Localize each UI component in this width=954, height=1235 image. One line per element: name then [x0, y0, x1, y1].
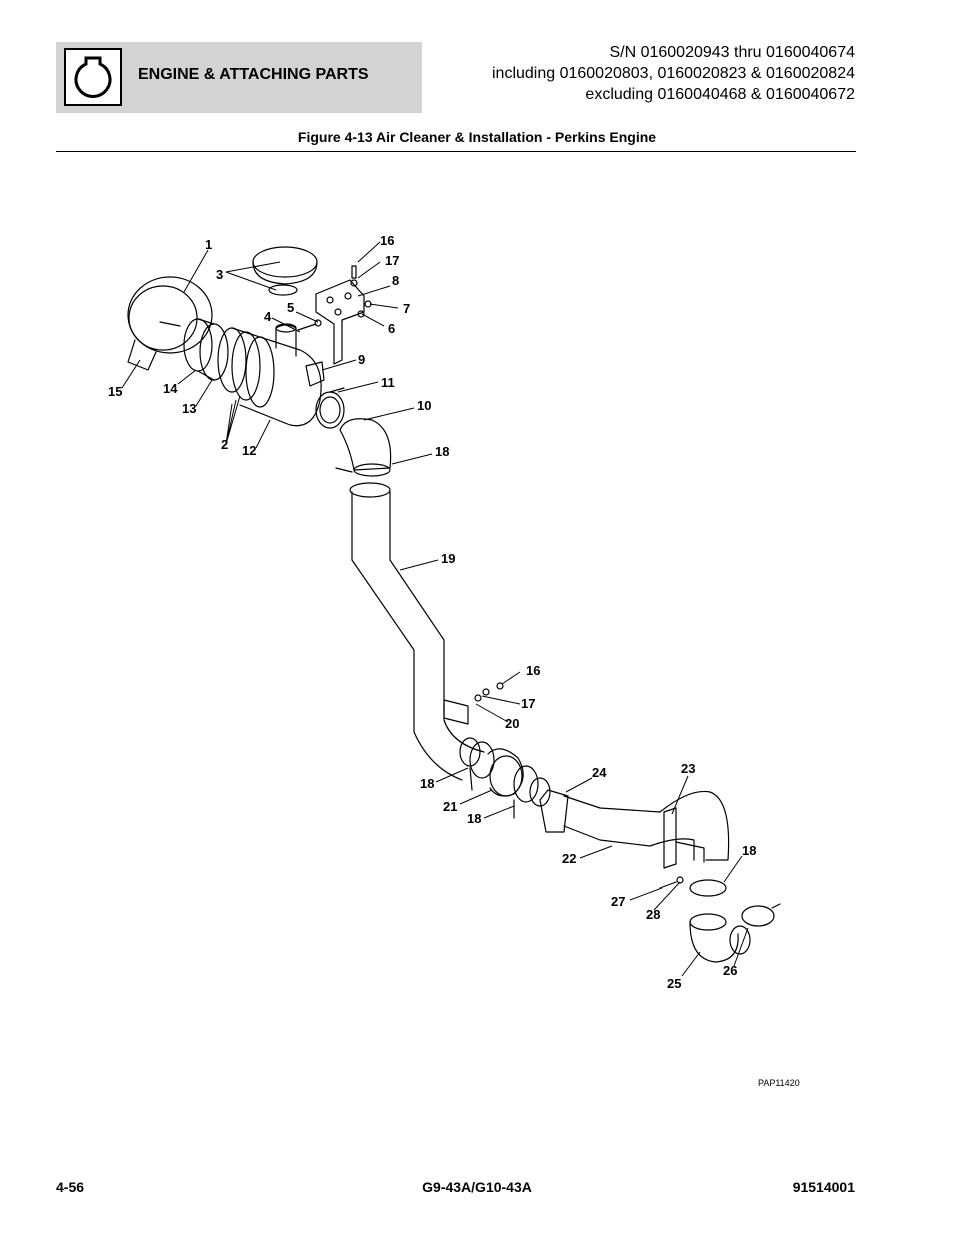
sn-line: including 0160020803, 0160020823 & 01600… — [491, 65, 855, 82]
callout-10: 10 — [417, 398, 431, 413]
callout-19: 19 — [441, 551, 455, 566]
callout-16: 16 — [526, 663, 540, 678]
callout-2: 2 — [221, 437, 228, 452]
section-title: ENGINE & ATTACHING PARTS — [138, 66, 369, 83]
callout-8: 8 — [392, 273, 399, 288]
callout-9: 9 — [358, 352, 365, 367]
callout-3: 3 — [216, 267, 223, 282]
model-number: G9-43A/G10-43A — [422, 1179, 532, 1195]
callout-23: 23 — [681, 761, 695, 776]
callout-11: 11 — [381, 375, 395, 390]
callout-5: 5 — [287, 300, 294, 315]
sn-line: S/N 0160020943 thru 0160040674 — [609, 44, 855, 61]
callout-21: 21 — [443, 799, 457, 814]
header-rule — [56, 151, 856, 152]
callout-17: 17 — [521, 696, 535, 711]
figure-code: PAP11420 — [758, 1078, 800, 1088]
callout-24: 24 — [592, 765, 607, 780]
page-number: 4-56 — [56, 1179, 85, 1195]
callout-18: 18 — [420, 776, 434, 791]
callout-1: 1 — [205, 237, 212, 252]
callout-26: 26 — [723, 963, 737, 978]
callout-25: 25 — [667, 976, 681, 991]
serial-number-range: S/N 0160020943 thru 0160040674 including… — [492, 42, 855, 105]
callout-17: 17 — [385, 253, 399, 268]
engine-icon — [64, 48, 122, 106]
callout-22: 22 — [562, 851, 576, 866]
callout-13: 13 — [182, 401, 196, 416]
callout-4: 4 — [264, 309, 272, 324]
callout-27: 27 — [611, 894, 625, 909]
callout-18: 18 — [742, 843, 756, 858]
sn-line: excluding 0160040468 & 0160040672 — [585, 86, 855, 103]
callout-16: 16 — [380, 233, 394, 248]
callout-6: 6 — [388, 321, 395, 336]
callout-15: 15 — [108, 384, 122, 399]
callout-18: 18 — [435, 444, 449, 459]
callout-12: 12 — [242, 443, 256, 458]
callout-7: 7 — [403, 301, 410, 316]
callout-28: 28 — [646, 907, 660, 922]
callout-14: 14 — [163, 381, 178, 396]
callout-18: 18 — [467, 811, 481, 826]
callouts: 1 2 3 4 5 6 7 8 9 10 11 12 13 14 15 16 1… — [108, 233, 756, 991]
callout-20: 20 — [505, 716, 519, 731]
figure-title: Figure 4-13 Air Cleaner & Installation -… — [297, 129, 657, 145]
manual-part-number: 91514001 — [792, 1179, 855, 1195]
section-header: ENGINE & ATTACHING PARTS — [56, 42, 422, 113]
